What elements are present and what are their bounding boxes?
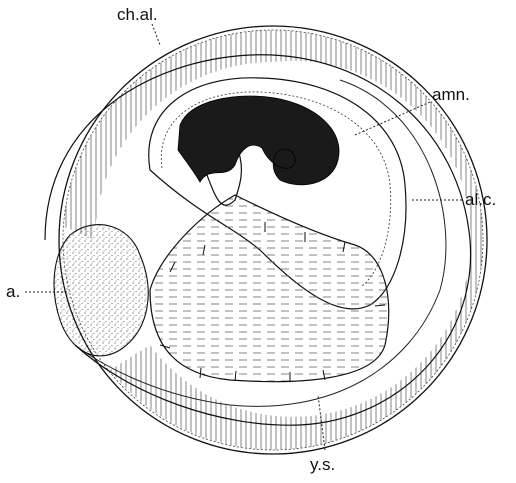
label-albumen: a. — [6, 282, 20, 301]
label-amnion: amn. — [432, 85, 470, 104]
label-chorio-allantois: ch.al. — [117, 5, 158, 24]
label-allantoic-cavity: al.c. — [465, 190, 496, 209]
albumen — [54, 225, 148, 356]
leader-ch-al — [152, 24, 160, 45]
label-yolk-sac: y.s. — [310, 455, 335, 474]
